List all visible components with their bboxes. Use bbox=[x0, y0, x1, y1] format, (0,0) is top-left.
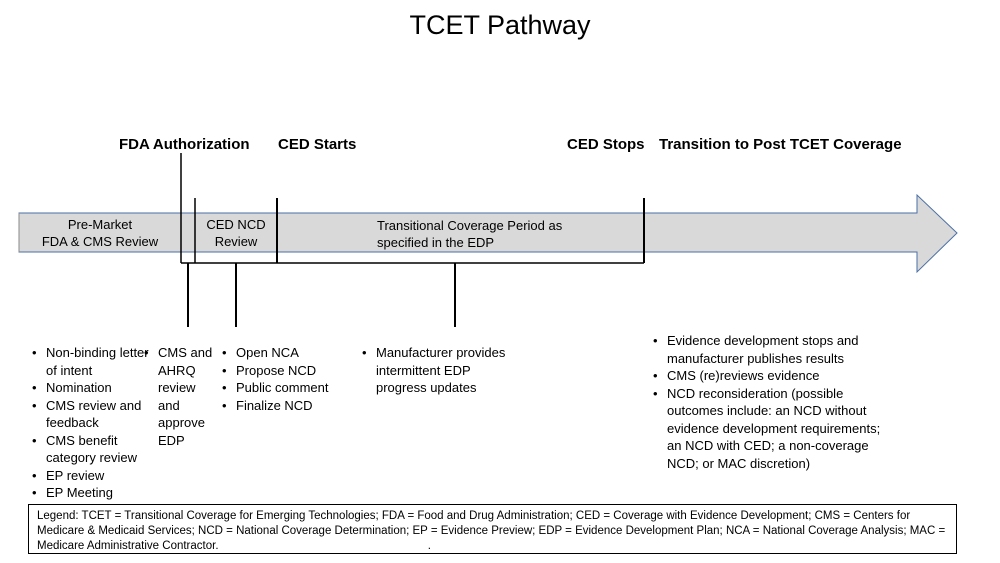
list-item: Non-binding letter of intent bbox=[32, 344, 150, 379]
milestone-post-tcet: Transition to Post TCET Coverage bbox=[659, 136, 902, 153]
list-item: Evidence development stops and manufactu… bbox=[653, 332, 888, 367]
segment-ced-ncd: CED NCD Review bbox=[196, 216, 276, 250]
milestone-ced-starts: CED Starts bbox=[278, 136, 357, 153]
list-item: EP review bbox=[32, 467, 150, 485]
list-item: Manufacturer provides intermittent EDP p… bbox=[362, 344, 522, 397]
legend-box: Legend: TCET = Transitional Coverage for… bbox=[28, 504, 957, 554]
list-item: NCD reconsideration (possible outcomes i… bbox=[653, 385, 888, 473]
list-item: CMS and AHRQ review and approve EDP bbox=[144, 344, 216, 449]
segment-ced-ncd-line1: CED NCD bbox=[206, 217, 266, 232]
list-item: Nomination bbox=[32, 379, 150, 397]
page-title: TCET Pathway bbox=[409, 10, 591, 40]
list-post-tcet: Evidence development stops and manufactu… bbox=[653, 332, 888, 472]
list-item: Propose NCD bbox=[222, 362, 347, 380]
milestone-fda-authorization: FDA Authorization bbox=[119, 136, 250, 153]
list-item: Open NCA bbox=[222, 344, 347, 362]
list-item: CMS benefit category review bbox=[32, 432, 150, 467]
legend-mark: . bbox=[427, 540, 431, 552]
segment-premarket-line1: Pre-Market bbox=[67, 217, 133, 232]
list-item: CMS (re)reviews evidence bbox=[653, 367, 888, 385]
list-item: Public comment bbox=[222, 379, 347, 397]
segment-transitional: Transitional Coverage Period as specifie… bbox=[377, 217, 562, 251]
timeline-arrow bbox=[18, 193, 958, 274]
milestone-ced-stops: CED Stops bbox=[567, 136, 645, 153]
segment-transitional-line1: Transitional Coverage Period as bbox=[377, 218, 563, 233]
list-item: Finalize NCD bbox=[222, 397, 347, 415]
list-ncd: Open NCA Propose NCD Public comment Fina… bbox=[222, 344, 347, 414]
segment-ced-ncd-line2: Review bbox=[214, 234, 258, 249]
list-cms-ahrq: CMS and AHRQ review and approve EDP bbox=[144, 344, 216, 449]
list-premarket: Non-binding letter of intent Nomination … bbox=[32, 344, 150, 502]
segment-premarket: Pre-Market FDA & CMS Review bbox=[20, 216, 180, 250]
segment-transitional-line2: specified in the EDP bbox=[377, 235, 495, 250]
legend-text: Legend: TCET = Transitional Coverage for… bbox=[37, 510, 946, 552]
segment-premarket-line2: FDA & CMS Review bbox=[41, 234, 159, 249]
list-item: EP Meeting bbox=[32, 484, 150, 502]
list-manufacturer: Manufacturer provides intermittent EDP p… bbox=[362, 344, 522, 397]
list-item: CMS review and feedback bbox=[32, 397, 150, 432]
